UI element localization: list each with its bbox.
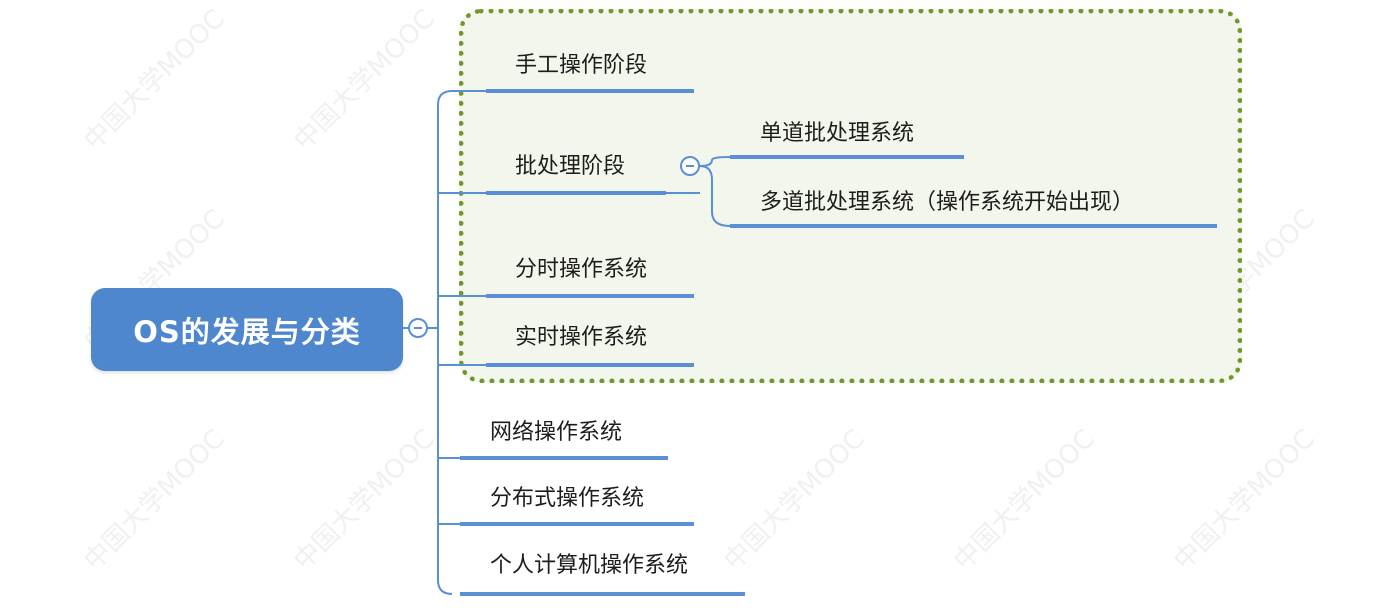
node-network-label[interactable]: 网络操作系统 <box>490 420 623 445</box>
node-single-label[interactable]: 单道批处理系统 <box>760 121 915 146</box>
node-realtime-label[interactable]: 实时操作系统 <box>515 325 648 350</box>
node-pc-underline <box>460 592 745 596</box>
root-label: OS的发展与分类 <box>133 314 361 349</box>
node-distributed-label[interactable]: 分布式操作系统 <box>490 486 645 511</box>
sub-branch-lower <box>699 165 731 227</box>
trunk-line <box>437 90 453 595</box>
boundary-group[interactable] <box>459 9 1242 383</box>
node-realtime-underline <box>486 363 694 367</box>
node-timeshare-label[interactable]: 分时操作系统 <box>515 257 648 282</box>
node-batch-underline <box>486 191 666 195</box>
node-network-underline <box>460 456 668 460</box>
sub-branch-upper <box>699 156 731 167</box>
node-distributed-underline <box>460 522 694 526</box>
node-manual-underline <box>486 89 694 93</box>
node-multi-label[interactable]: 多道批处理系统（操作系统开始出现） <box>760 190 1135 215</box>
node-single-underline <box>730 155 964 159</box>
collapse-button[interactable] <box>408 318 428 338</box>
node-pc-label[interactable]: 个人计算机操作系统 <box>490 553 689 578</box>
node-multi-underline <box>730 224 1217 228</box>
root-topic[interactable]: OS的发展与分类 <box>91 288 403 371</box>
node-batch-label[interactable]: 批处理阶段 <box>515 154 626 179</box>
node-manual-label[interactable]: 手工操作阶段 <box>515 53 648 78</box>
node-timeshare-underline <box>486 294 694 298</box>
collapse-button[interactable] <box>680 156 700 176</box>
